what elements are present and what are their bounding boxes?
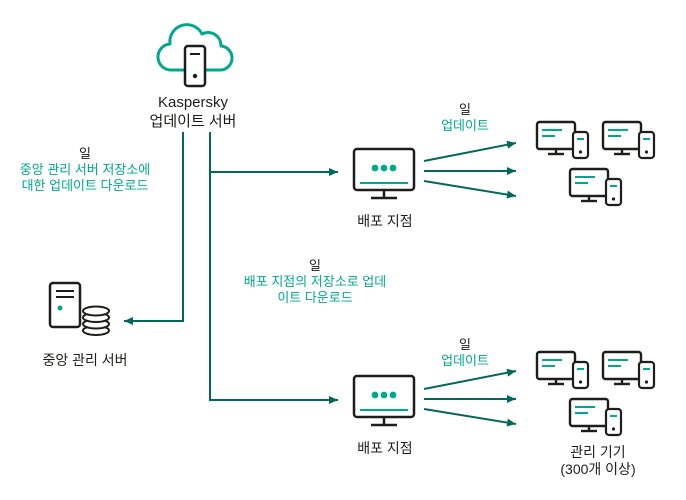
update-server-sublabel: 업데이트 서버 xyxy=(149,113,237,130)
managed-device-bottom-1 xyxy=(535,350,593,401)
flow-admin-desc-1: 중앙 관리 서버 저장소에 xyxy=(19,162,151,177)
flow-admin-annotation: 일 중앙 관리 서버 저장소에 대한 업데이트 다운로드 xyxy=(0,146,170,194)
admin-server-label: 중앙 관리 서버 xyxy=(42,352,128,368)
flow-dp-period: 일 xyxy=(309,258,321,273)
update-server-cloud-icon xyxy=(152,10,234,95)
arrow-dp-top-device-3 xyxy=(423,180,517,199)
managed-device-top-3 xyxy=(568,167,626,218)
update-server-name: Kaspersky xyxy=(157,94,229,111)
dp-bottom-icon xyxy=(352,374,418,437)
update-server-label: Kaspersky 업데이트 서버 xyxy=(108,93,278,131)
managed-device-top-2 xyxy=(601,120,659,171)
update-bottom-period: 일 xyxy=(459,337,471,352)
arrow-dp-top-device-1 xyxy=(423,140,517,162)
managed-device-top-1 xyxy=(535,120,593,171)
managed-devices-label: 관리 기기 (300개 이상) xyxy=(528,444,668,478)
update-top-label: 업데이트 xyxy=(441,118,489,133)
update-top-period: 일 xyxy=(459,102,471,117)
admin-server-icon xyxy=(48,281,116,344)
flow-dp-annotation: 일 배포 지점의 저장소로 업데 이트 다운로드 xyxy=(230,258,400,306)
managed-device-bottom-2 xyxy=(601,350,659,401)
flow-dp-desc-1: 배포 지점의 저장소로 업데 xyxy=(243,274,387,289)
flow-dp-desc-2: 이트 다운로드 xyxy=(277,290,353,305)
arrow-dp-bottom-device-3 xyxy=(423,408,517,427)
managed-devices-label-line1: 관리 기기 xyxy=(570,444,626,460)
dp-top-icon xyxy=(352,147,418,210)
dp-bottom-label: 배포 지점 xyxy=(357,440,413,456)
update-bottom-label: 업데이트 xyxy=(441,353,489,368)
managed-device-bottom-3 xyxy=(568,397,626,448)
managed-devices-label-line2: (300개 이상) xyxy=(560,461,636,477)
arrow-dp-bottom-device-1 xyxy=(423,368,517,390)
flow-admin-period: 일 xyxy=(79,146,91,161)
dp-top-label: 배포 지점 xyxy=(357,213,413,229)
update-top-annotation: 일 업데이트 xyxy=(425,102,505,134)
update-bottom-annotation: 일 업데이트 xyxy=(425,337,505,369)
flow-admin-desc-2: 대한 업데이트 다운로드 xyxy=(21,178,149,193)
